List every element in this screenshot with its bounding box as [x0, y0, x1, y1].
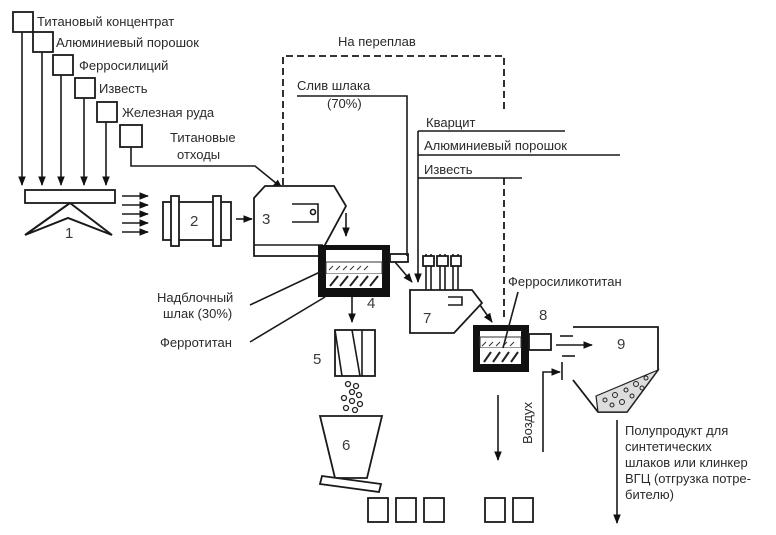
- bin-lime: [74, 77, 96, 99]
- label-additive-lime: Известь: [424, 162, 473, 177]
- pointer-ferrotitanium: [249, 296, 326, 343]
- label-quartzite: Кварцит: [426, 115, 476, 130]
- unit-3-reactor: [253, 185, 348, 257]
- unit-6-hopper: [318, 415, 384, 494]
- unit-number-8: 8: [539, 307, 547, 324]
- unit-1-mixer: [24, 189, 116, 236]
- pointer-block-slag: [249, 271, 321, 306]
- label-titanium-waste-1: Титановые: [170, 130, 236, 145]
- label-block-slag-2: шлак (30%): [163, 306, 232, 321]
- label-titanium-concentrate: Титановый концентрат: [37, 14, 174, 29]
- unit-number-2: 2: [190, 213, 198, 230]
- feed-arrows: [18, 32, 283, 189]
- unit-8-mould: [473, 325, 552, 372]
- label-output-4: ВГЦ (отгрузка потре-: [625, 471, 751, 486]
- label-titanium-waste-2: отходы: [177, 147, 220, 162]
- bin-titanium-concentrate: [12, 11, 34, 33]
- label-lime: Известь: [99, 81, 148, 96]
- label-aluminium-powder: Алюминиевый порошок: [56, 35, 199, 50]
- unit-7-reactor: [409, 254, 484, 334]
- bin-titanium-waste: [119, 124, 143, 148]
- label-ferrosilicotitanium: Ферросиликотитан: [508, 274, 622, 289]
- unit-number-3: 3: [262, 211, 270, 228]
- unit-4-mould: [318, 245, 409, 297]
- label-output-3: шлаков или клинкер: [625, 455, 748, 470]
- label-block-slag-1: Надблочный: [157, 290, 233, 305]
- arrow-7-8: [479, 304, 493, 323]
- bin-ferrosilicon: [52, 54, 74, 76]
- unit-number-4: 4: [367, 295, 375, 312]
- label-slag-drain-pct: (70%): [327, 96, 362, 111]
- unit-5-crusher: [334, 329, 376, 377]
- crushed-pieces: [340, 380, 364, 414]
- unit-number-5: 5: [313, 351, 321, 368]
- bin-aluminium-powder: [32, 31, 54, 53]
- unit-2-drum: [162, 195, 232, 247]
- pointer-ferrosilicotitanium: [502, 291, 519, 349]
- air-line: [542, 368, 561, 452]
- label-ferrotitanium: Ферротитан: [160, 335, 232, 350]
- label-air: Воздух: [520, 401, 535, 444]
- slag-drain-line: [297, 95, 408, 256]
- label-iron-ore: Железная руда: [122, 105, 215, 120]
- remelt-dashed-line: [282, 55, 505, 185]
- unit-number-7: 7: [423, 310, 431, 327]
- product-blocks-ferrotitanium: [367, 497, 445, 523]
- label-output-2: синтетических: [625, 439, 712, 454]
- label-output-1: Полупродукт для: [625, 423, 728, 438]
- feed-bins: [12, 11, 143, 148]
- label-ferrosilicon: Ферросилиций: [79, 58, 168, 73]
- label-additive-aluminium-powder: Алюминиевый порошок: [424, 138, 567, 153]
- arrow-slag-to-7: [394, 261, 413, 283]
- unit-9-granulator: [560, 326, 660, 413]
- flow-arrows-1-2: [122, 192, 149, 236]
- label-remelt: На переплав: [338, 34, 416, 49]
- bin-iron-ore: [96, 101, 118, 123]
- unit-number-1: 1: [65, 225, 73, 242]
- label-slag-drain: Слив шлака: [297, 78, 371, 93]
- unit-number-6: 6: [342, 437, 350, 454]
- additive-lines: [414, 130, 620, 283]
- product-blocks-ferrosilicotitanium: [484, 497, 534, 523]
- label-output-5: бителю): [625, 487, 674, 502]
- unit-number-9: 9: [617, 336, 625, 353]
